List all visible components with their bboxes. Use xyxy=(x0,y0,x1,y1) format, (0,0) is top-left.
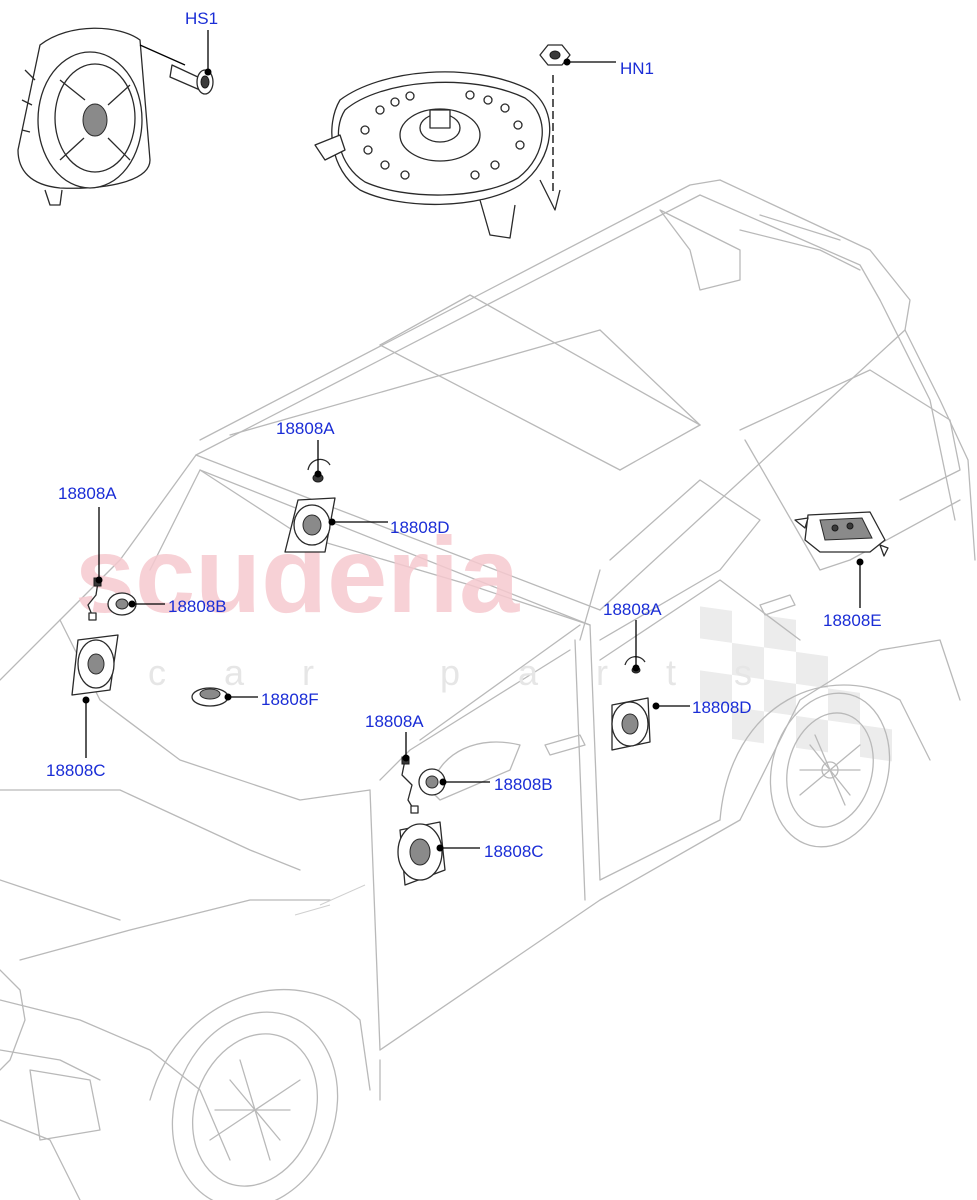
label-18808b-left: 18808B xyxy=(168,597,227,616)
hn1-nut xyxy=(539,44,571,66)
label-18808a-left: 18808A xyxy=(58,484,117,503)
label-hn1: HN1 xyxy=(620,59,654,78)
dash-speaker-left xyxy=(284,497,336,553)
callout-labels: HS1 HN1 18808A 18808D 18808A 18808B 1880… xyxy=(46,9,882,861)
front-door-woofer xyxy=(397,821,446,886)
label-18808c-left: 18808C xyxy=(46,761,106,780)
front-door-tweeter xyxy=(418,768,446,796)
subwoofer-enclosure xyxy=(17,27,151,206)
rear-subwoofer-assembly xyxy=(314,71,561,239)
label-18808a-frontdoor: 18808A xyxy=(365,712,424,731)
center-tweeter-f xyxy=(191,687,229,707)
rear-amplifier-unit xyxy=(794,511,889,557)
label-hs1: HS1 xyxy=(185,9,218,28)
hs1-screw xyxy=(169,64,214,95)
label-18808d-dash: 18808D xyxy=(390,518,450,537)
left-tweeter xyxy=(107,592,137,616)
label-18808a-dash: 18808A xyxy=(276,419,335,438)
label-18808d-reardoor: 18808D xyxy=(692,698,752,717)
rear-door-woofer xyxy=(611,697,651,751)
front-door-harness xyxy=(401,756,419,814)
label-18808c-frontdoor: 18808C xyxy=(484,842,544,861)
label-18808e: 18808E xyxy=(823,611,882,630)
watermark-sub: car parts xyxy=(148,652,810,693)
vehicle-outline xyxy=(0,179,976,1200)
label-18808f: 18808F xyxy=(261,690,319,709)
label-18808a-reardoor: 18808A xyxy=(603,600,662,619)
checkered-flag-watermark xyxy=(700,606,892,762)
leader-lines xyxy=(82,30,864,852)
left-woofer xyxy=(71,634,119,696)
label-18808b-frontdoor: 18808B xyxy=(494,775,553,794)
